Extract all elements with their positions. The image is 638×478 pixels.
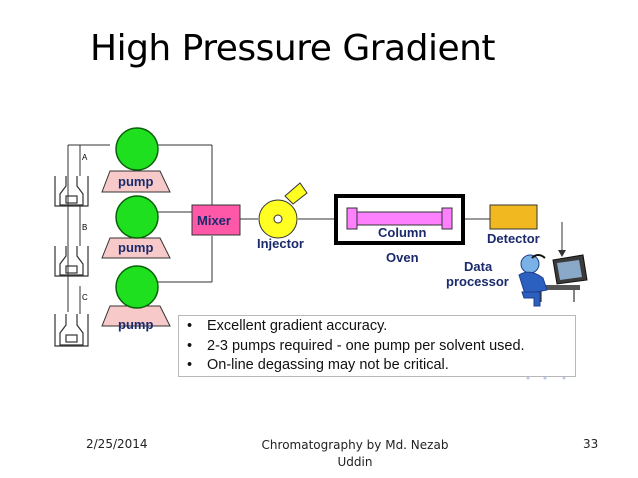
reservoir-a-icon (54, 176, 89, 207)
pump-b-icon (101, 195, 171, 259)
footer-page-number: 33 (583, 437, 599, 451)
pump-b-label: pump (118, 240, 153, 255)
reservoir-c-icon (54, 314, 89, 347)
footer-date: 2/25/2014 (86, 437, 148, 451)
column-label: Column (378, 225, 426, 240)
detector-label: Detector (487, 231, 540, 246)
oven-label: Oven (386, 250, 419, 265)
reservoir-label-a: A (82, 153, 88, 162)
detector-box (489, 204, 538, 230)
footer-source: Chromatography by Md. Nezab Uddin (261, 438, 449, 469)
data-processor-label-2: processor (446, 274, 509, 289)
decorative-dots (526, 376, 566, 380)
computer-operator-icon (518, 254, 588, 307)
feature-item: •2-3 pumps required - one pump per solve… (187, 337, 525, 354)
injector-icon (258, 182, 308, 239)
mixer-label: Mixer (197, 213, 231, 228)
column-icon (346, 207, 453, 230)
injector-label: Injector (257, 236, 304, 251)
pump-c-icon (101, 265, 171, 327)
features-list: •Excellent gradient accuracy. •2-3 pumps… (187, 317, 575, 376)
features-box: •Excellent gradient accuracy. •2-3 pumps… (178, 315, 576, 377)
pump-a-label: pump (118, 174, 153, 189)
pump-c-label: pump (118, 317, 153, 332)
arrow-to-processor-icon (558, 250, 566, 257)
feature-item: •Excellent gradient accuracy. (187, 318, 388, 334)
reservoir-label-b: B (82, 223, 87, 232)
mixer-box (191, 204, 241, 236)
feature-item: •On-line degassing may not be critical. (187, 357, 449, 373)
reservoir-label-c: C (82, 293, 88, 302)
pump-a-icon (101, 127, 171, 193)
reservoir-b-icon (54, 246, 89, 277)
slide-title: High Pressure Gradient (90, 28, 496, 69)
data-processor-label-1: Data (464, 259, 493, 274)
